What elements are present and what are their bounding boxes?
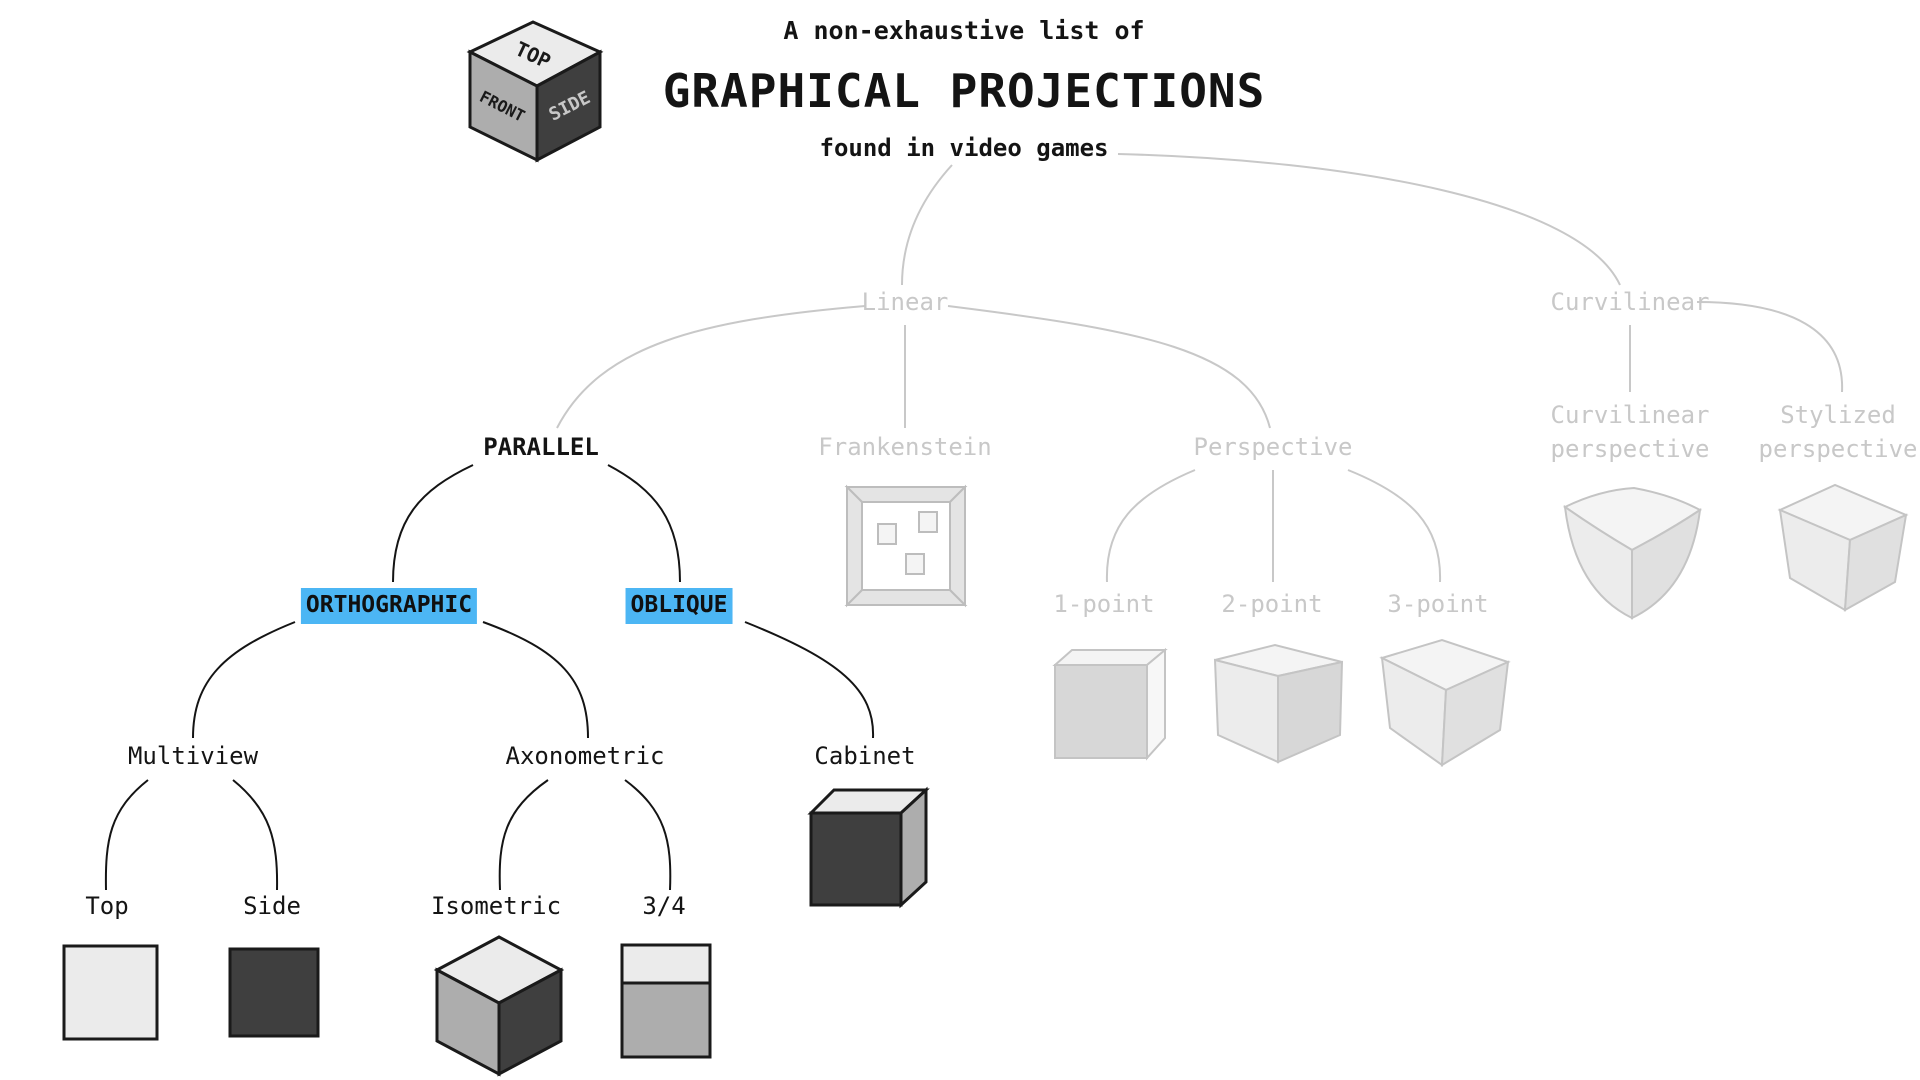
edge-axo-isometric	[498, 779, 549, 891]
node-stylized-perspective: Stylized perspective	[1759, 398, 1918, 466]
edge-curv-stylized	[1696, 301, 1844, 393]
edge-root-linear	[901, 164, 953, 286]
node-axonometric: Axonometric	[505, 742, 665, 770]
node-isometric: Isometric	[430, 892, 562, 920]
edge-parallel-oblique	[607, 464, 681, 583]
node-curvilinear-perspective-line2: perspective	[1550, 435, 1710, 463]
edge-oblique-cabinet	[744, 621, 875, 739]
node-stylized-perspective-line1: Stylized	[1780, 401, 1896, 429]
edge-ortho-axonometric	[482, 621, 589, 739]
title-preface: A non-exhaustive list of	[783, 16, 1145, 45]
page-title: GRAPHICAL PROJECTIONS	[662, 64, 1266, 118]
frankenstein-icon	[844, 484, 968, 608]
node-curvilinear: Curvilinear	[1550, 288, 1710, 316]
edge-linear-parallel	[556, 305, 866, 429]
node-oblique: OBLIQUE	[625, 588, 733, 624]
isometric-cube-icon	[433, 935, 565, 1077]
stylized-perspective-cube-icon	[1777, 483, 1909, 612]
node-curvilinear-perspective-line1: Curvilinear	[1550, 401, 1710, 429]
faded-connectors	[556, 153, 1844, 583]
edge-axo-34	[624, 779, 672, 891]
side-view-square-icon	[228, 947, 320, 1038]
edge-persp-3pt	[1347, 469, 1442, 583]
logo-cube-icon: TOP FRONT SIDE	[466, 20, 604, 163]
one-point-cube-icon	[1052, 647, 1168, 761]
node-multiview: Multiview	[127, 742, 259, 770]
node-stylized-perspective-line2: perspective	[1758, 435, 1918, 463]
node-three-point: 3-point	[1387, 590, 1489, 618]
node-two-point: 2-point	[1221, 590, 1323, 618]
edge-parallel-ortho	[392, 464, 474, 583]
three-point-cube-icon	[1379, 638, 1511, 767]
node-frankenstein: Frankenstein	[818, 433, 992, 461]
cabinet-cube-icon	[807, 786, 930, 909]
node-orthographic: ORTHOGRAPHIC	[300, 588, 478, 624]
edge-linear-perspective	[947, 305, 1271, 429]
node-curvilinear-perspective: Curvilinear perspective	[1551, 398, 1710, 466]
node-perspective: Perspective	[1193, 433, 1353, 461]
node-three-quarter: 3/4	[642, 892, 686, 920]
title-subtitle: found in video games	[819, 134, 1109, 162]
curvilinear-perspective-cube-icon	[1563, 486, 1702, 620]
dark-connectors	[104, 464, 875, 891]
node-parallel: PARALLEL	[483, 433, 599, 461]
edge-ortho-multiview	[192, 621, 296, 739]
two-point-cube-icon	[1213, 643, 1344, 764]
edge-multiview-side	[232, 779, 279, 891]
three-quarter-cube-icon	[620, 943, 712, 1059]
node-linear: Linear	[861, 288, 949, 316]
top-view-square-icon	[62, 944, 159, 1041]
node-top: Top	[85, 892, 129, 920]
node-side: Side	[243, 892, 301, 920]
node-cabinet: Cabinet	[814, 742, 916, 770]
edge-multiview-top	[104, 779, 149, 891]
edge-persp-1pt	[1105, 469, 1196, 583]
edge-root-curvilinear	[1117, 153, 1621, 286]
node-one-point: 1-point	[1053, 590, 1155, 618]
